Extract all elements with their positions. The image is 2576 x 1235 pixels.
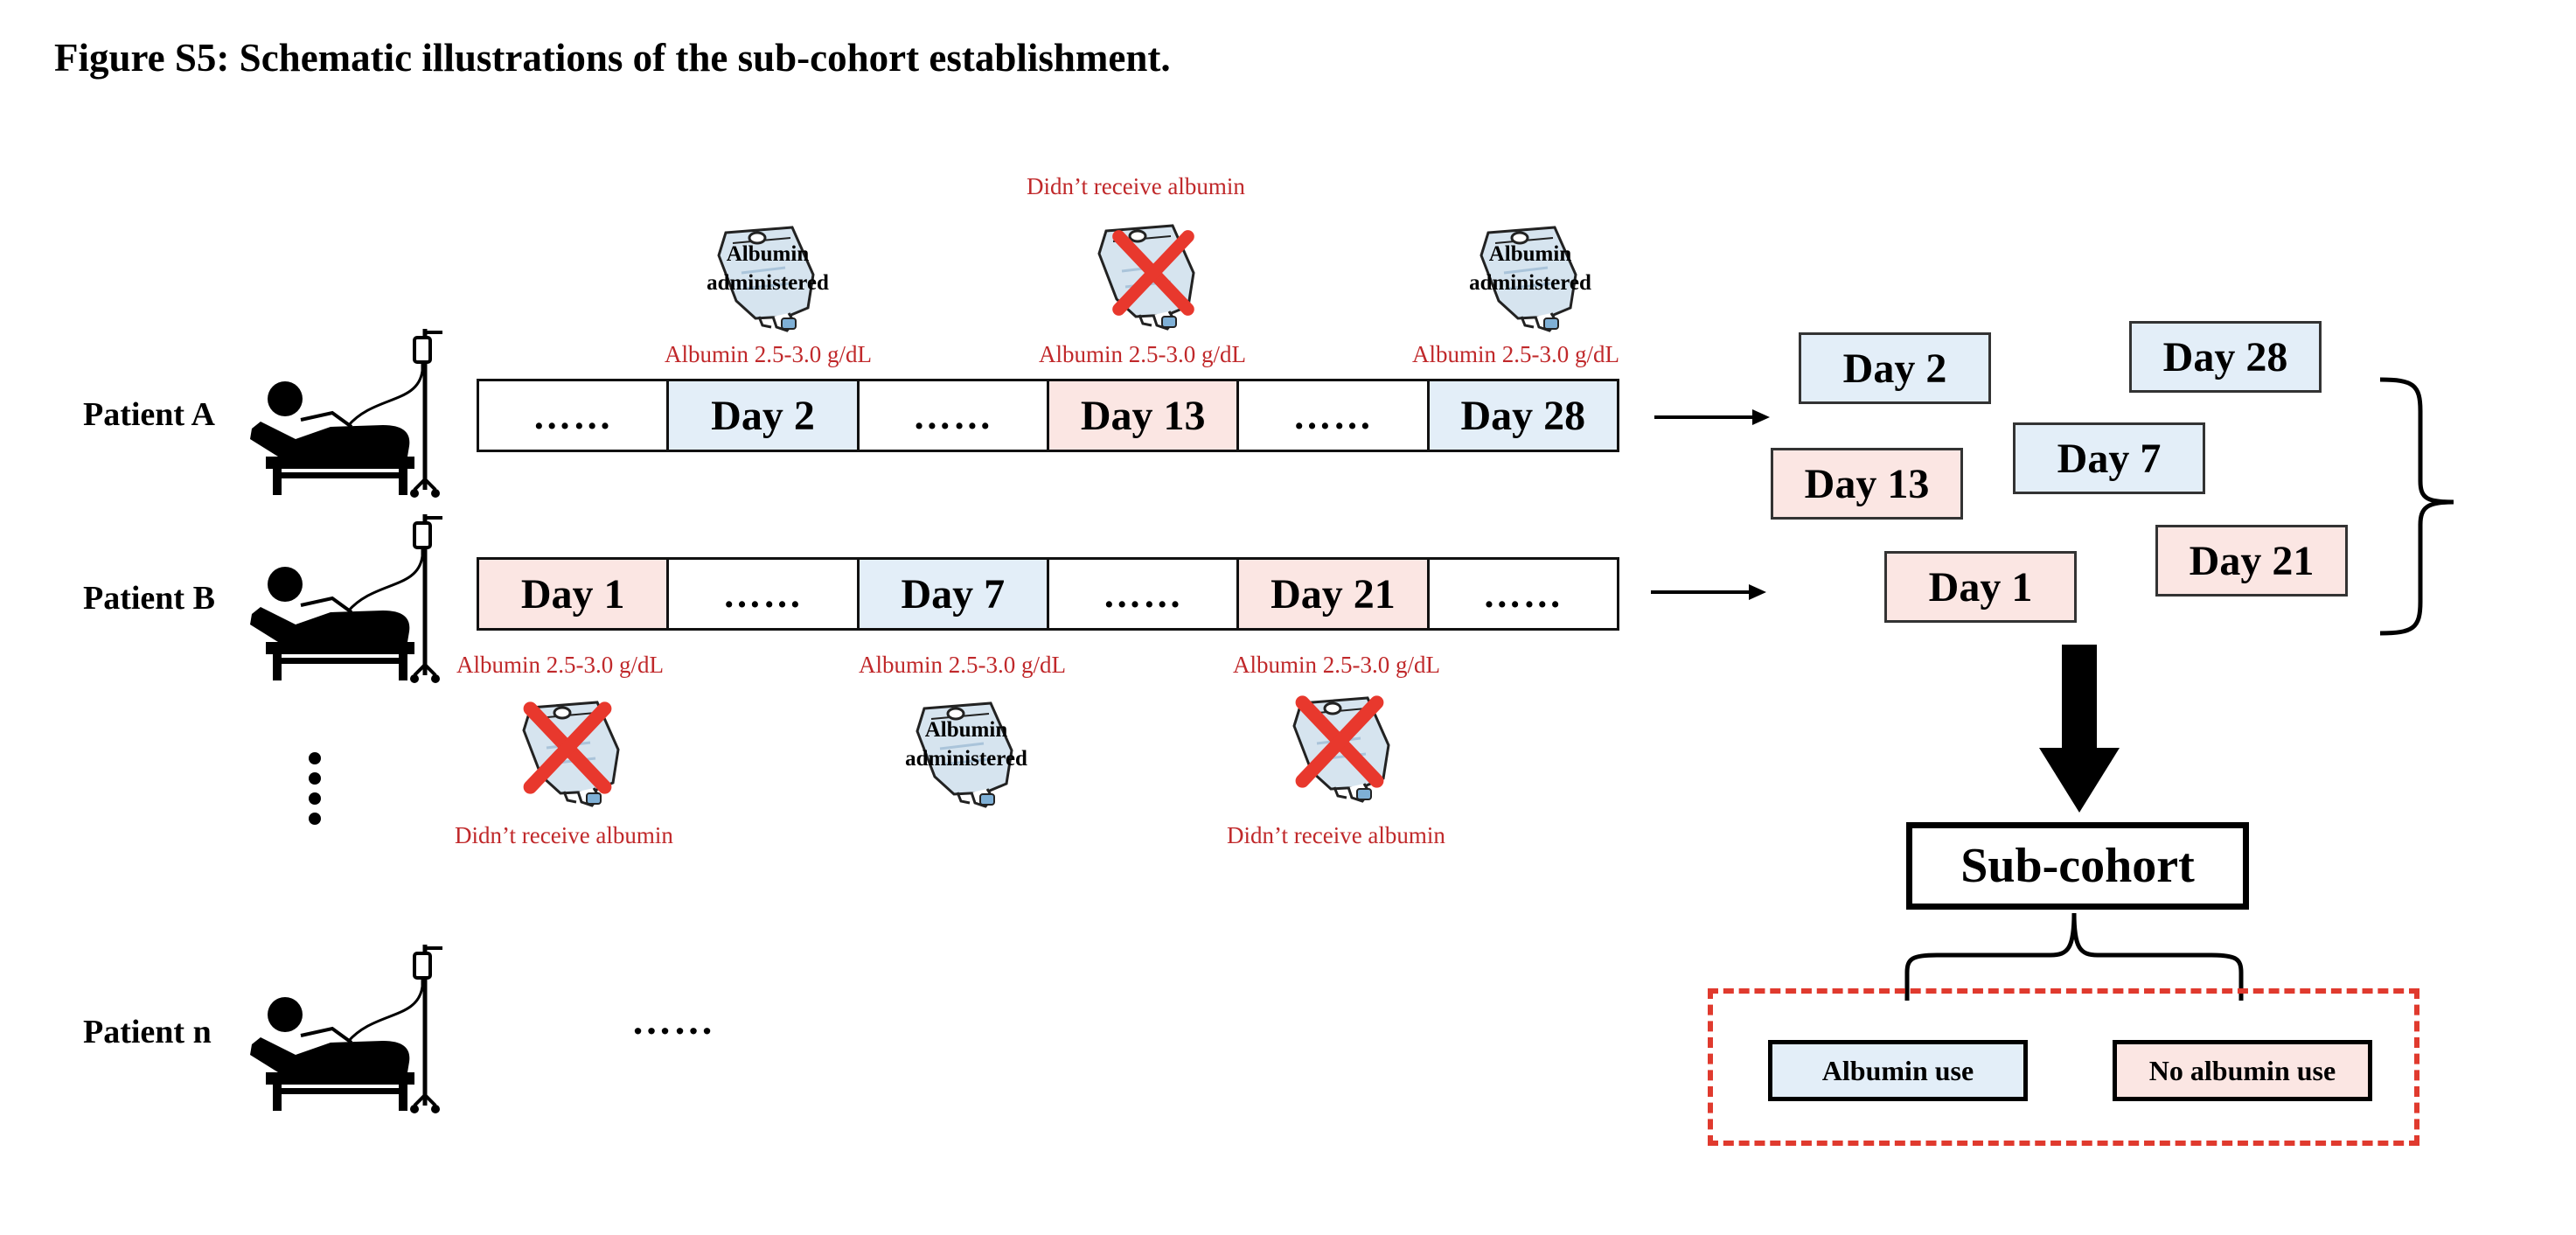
- red-x-icon: [1291, 693, 1389, 791]
- administered-label: Albumin: [924, 718, 1008, 742]
- timeline-cell: ……: [1482, 572, 1563, 616]
- no-albumin-use-box: No albumin use: [2113, 1040, 2372, 1101]
- vertical-ellipsis: [309, 752, 321, 833]
- patient-a-timeline: …… Day 2 …… Day 13 …… Day 28: [477, 379, 1619, 452]
- timeline-cell: ……: [669, 560, 860, 628]
- pooled-day-box: Day 7: [2013, 422, 2205, 494]
- administered-label: administered: [1469, 271, 1591, 295]
- pooled-day-box: Day 2: [1799, 332, 1991, 404]
- no-albumin-note: Didn’t receive albumin: [1027, 173, 1245, 199]
- right-arrow-icon: [1654, 409, 1770, 425]
- red-x-icon: [1108, 227, 1199, 318]
- timeline-cell-day-7: Day 7: [859, 560, 1049, 628]
- patient-b-label: Patient B: [83, 580, 215, 617]
- figure-title: Figure S5: Schematic illustrations of th…: [54, 36, 1171, 80]
- pooled-day-box: Day 1: [1884, 551, 2077, 623]
- red-x-icon: [519, 699, 616, 797]
- timeline-cell: ……: [1049, 560, 1240, 628]
- patient-in-bed-icon: [243, 325, 453, 500]
- administered-label: administered: [905, 747, 1027, 771]
- timeline-cell-day-1: Day 1: [479, 560, 670, 628]
- albumin-range-note: Albumin 2.5-3.0 g/dL: [665, 341, 872, 367]
- albumin-range-note: Albumin 2.5-3.0 g/dL: [456, 652, 664, 678]
- no-albumin-marker: [1282, 691, 1404, 805]
- patient-n-label: Patient n: [83, 1014, 212, 1050]
- albumin-administered-marker: Albumin administered: [905, 696, 1027, 810]
- no-albumin-marker: [512, 695, 634, 809]
- sub-cohort-groups: [1708, 988, 2419, 1146]
- timeline-cell-day-2: Day 2: [669, 381, 860, 450]
- timeline-cell: ……: [479, 381, 670, 450]
- albumin-administered-marker: Albumin administered: [707, 220, 829, 334]
- patient-in-bed-icon: [243, 941, 453, 1116]
- right-arrow-icon: [1651, 584, 1766, 600]
- patient-n-ellipsis: ……: [631, 998, 715, 1043]
- no-albumin-marker: [1087, 219, 1209, 332]
- pooled-day-box: Day 13: [1771, 448, 1963, 520]
- patient-a-label: Patient A: [83, 396, 215, 433]
- pooled-day-box: Day 21: [2155, 525, 2348, 597]
- sub-cohort-box: Sub-cohort: [1906, 822, 2249, 910]
- timeline-cell-day-21: Day 21: [1239, 560, 1430, 628]
- administered-label: Albumin: [726, 242, 810, 266]
- timeline-cell: ……: [860, 381, 1049, 450]
- timeline-cell-day-13: Day 13: [1048, 381, 1240, 450]
- albumin-range-note: Albumin 2.5-3.0 g/dL: [1412, 341, 1619, 367]
- curly-brace-icon: [2379, 377, 2454, 636]
- albumin-use-box: Albumin use: [1768, 1040, 2028, 1101]
- administered-label: administered: [707, 271, 829, 295]
- patient-b-timeline: Day 1 …… Day 7 …… Day 21 ……: [477, 557, 1619, 631]
- albumin-administered-marker: Albumin administered: [1469, 220, 1591, 334]
- patient-in-bed-icon: [243, 511, 453, 686]
- albumin-range-note: Albumin 2.5-3.0 g/dL: [1233, 652, 1440, 678]
- no-albumin-note: Didn’t receive albumin: [1227, 822, 1445, 848]
- no-albumin-note: Didn’t receive albumin: [455, 822, 673, 848]
- albumin-range-note: Albumin 2.5-3.0 g/dL: [859, 652, 1066, 678]
- timeline-cell-day-28: Day 28: [1429, 381, 1617, 450]
- albumin-range-note: Albumin 2.5-3.0 g/dL: [1039, 341, 1246, 367]
- pooled-day-box: Day 28: [2129, 321, 2322, 393]
- curly-brace-icon: [1904, 912, 2244, 1001]
- timeline-cell: ……: [1239, 381, 1430, 450]
- administered-label: Albumin: [1488, 242, 1572, 266]
- down-arrow-icon: [2039, 645, 2120, 813]
